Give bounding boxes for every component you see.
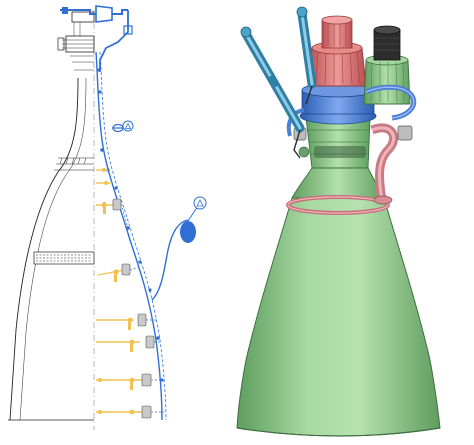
stiffener-band	[33, 251, 95, 265]
feed-line-right	[99, 10, 129, 72]
coolant-wall-contour	[95, 51, 163, 421]
chamber-detail-lines	[62, 22, 94, 71]
chamber-port-left	[57, 37, 65, 51]
throat-hatching	[59, 157, 87, 165]
bracket-annotations	[96, 168, 164, 419]
nozzle-bell	[236, 197, 441, 437]
turbopump-green-ribs	[370, 61, 405, 103]
nozzle-inner-contour	[19, 77, 87, 421]
blue-pipe-loop-hl	[365, 86, 415, 119]
nozzle-throat	[291, 167, 385, 199]
callout-circle-lower	[193, 196, 207, 210]
valve-block-right	[397, 125, 413, 141]
feed-line-flange	[62, 7, 68, 14]
oxidizer-inlet-ribs	[374, 37, 400, 51]
nozzle-exit-rim	[236, 427, 441, 437]
exhaust-duct-hl	[371, 126, 395, 201]
turbopump-red-top-cap	[321, 15, 353, 25]
stiffener-ring-highlight	[287, 196, 389, 214]
wall-fittings	[97, 68, 164, 382]
cad-model	[236, 6, 441, 437]
feed-line-top	[60, 9, 128, 15]
turbine-housing	[95, 5, 113, 23]
feed-valve	[123, 25, 133, 35]
throat-band	[54, 157, 94, 171]
injector-band	[314, 146, 366, 158]
actuator-left	[240, 26, 305, 133]
bleed-tank-link	[187, 205, 199, 222]
callout-triangle-icon-lower	[196, 199, 204, 207]
oxidizer-inlet	[373, 29, 401, 61]
coolant-wall-contour-inner	[99, 51, 167, 421]
turbopump-red-ribs	[315, 49, 361, 85]
combustion-chamber	[305, 117, 371, 169]
section-drawing	[8, 5, 207, 430]
actuator-right	[296, 6, 317, 89]
callout-circle-upper	[122, 120, 134, 132]
turbopump-red-top-ribs	[327, 22, 347, 46]
nozzle-outer-contour	[9, 77, 79, 421]
actuator-lines	[293, 85, 313, 159]
bleed-tank	[180, 221, 196, 243]
valve-knob	[298, 146, 310, 158]
injector-block	[71, 11, 95, 23]
exhaust-duct-flange	[373, 195, 393, 205]
oxidizer-inlet-cap	[373, 25, 401, 35]
callout-triangle-icon	[124, 122, 132, 129]
turbopump-red-top	[321, 19, 353, 49]
bleed-pipe	[151, 219, 189, 301]
